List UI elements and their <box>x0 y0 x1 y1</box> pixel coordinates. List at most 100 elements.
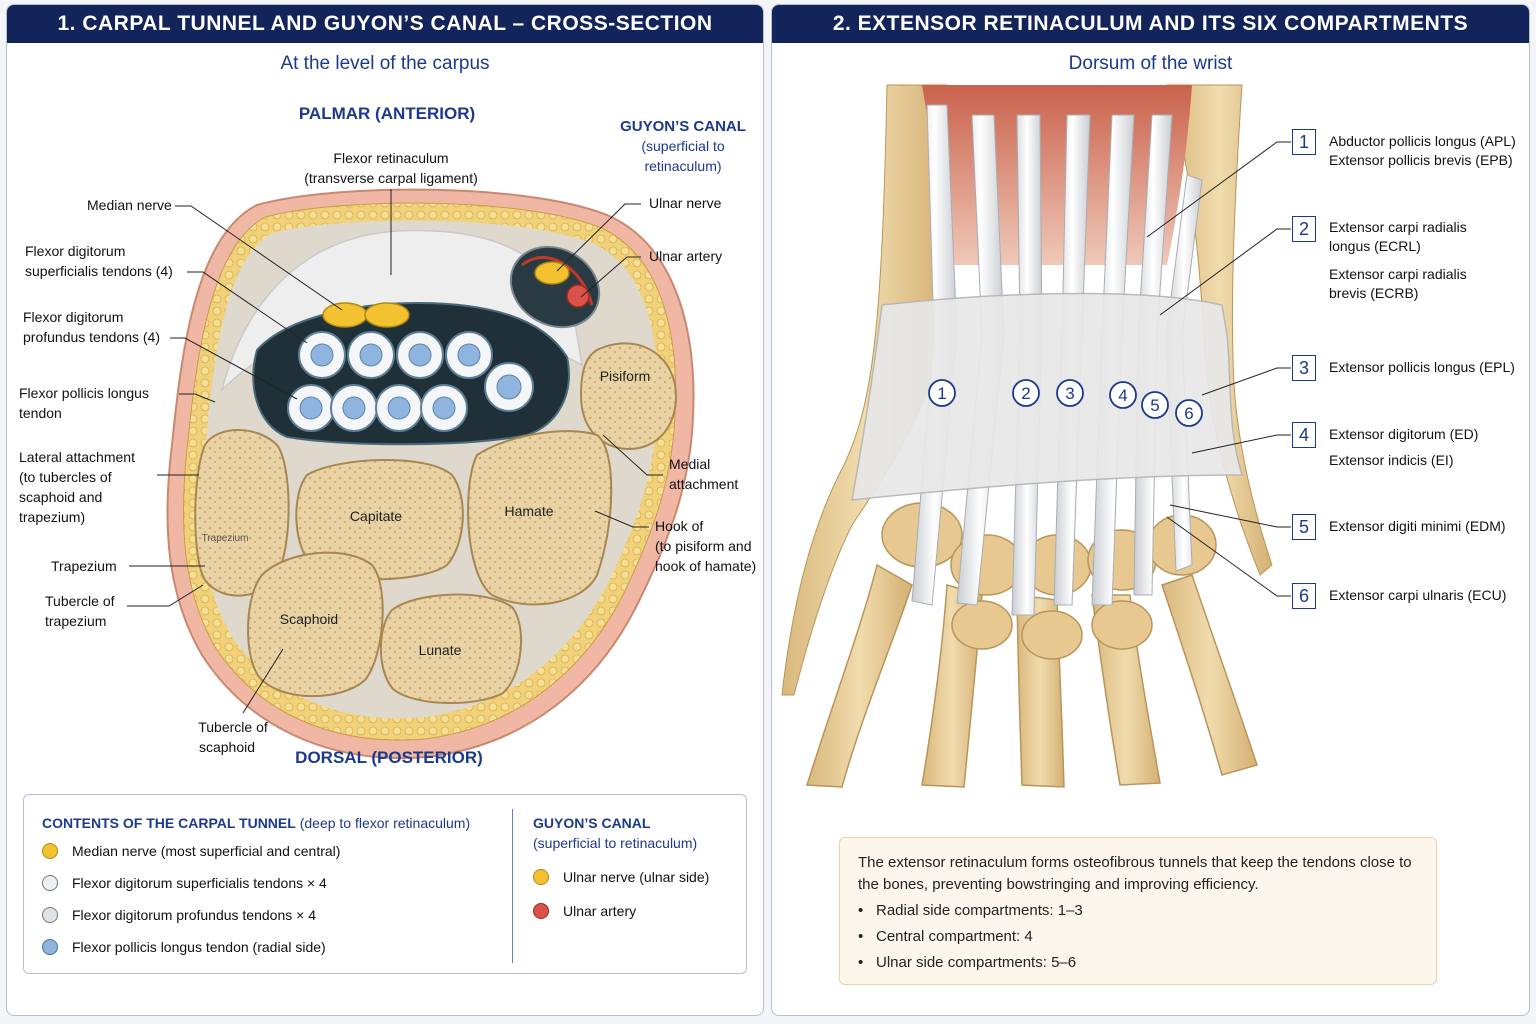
legend-item-label: Flexor digitorum superficialis tendons ×… <box>72 875 327 891</box>
palmar-label: PALMAR (ANTERIOR) <box>299 104 475 123</box>
lateral-attachment-label-1: Lateral attachment <box>19 449 135 465</box>
median-nerve <box>322 302 410 328</box>
carpal-tunnel-panel: 1. CARPAL TUNNEL AND GUYON’S CANAL – CRO… <box>6 4 764 1016</box>
fpl-swatch <box>42 939 58 955</box>
flexor-retinaculum-label-1: Flexor retinaculum <box>333 150 448 166</box>
compartment-1-text: Abductor pollicis longus (APL) Extensor … <box>1329 132 1516 170</box>
compartment-number-3: 3 <box>1292 355 1316 381</box>
fds-tendons <box>298 331 493 379</box>
compartment-3-text: Extensor pollicis longus (EPL) <box>1329 358 1515 377</box>
fdp-swatch <box>42 907 58 923</box>
legend-item-label: Ulnar nerve (ulnar side) <box>563 869 710 885</box>
note-bullet-3-text: Ulnar side compartments: 5–6 <box>876 954 1077 971</box>
panel-1-title: 1. CARPAL TUNNEL AND GUYON’S CANAL – CRO… <box>7 5 763 43</box>
compartment-number-6: 6 <box>1292 583 1316 609</box>
legend-divider <box>512 809 513 963</box>
compartment-2-line-1: Extensor carpi radialis <box>1329 219 1467 235</box>
fds-label-1: Flexor digitorum <box>25 243 125 259</box>
legend-item-median-nerve: Median nerve (most superficial and centr… <box>42 843 340 859</box>
legend-right-subtitle: (superficial to retinaculum) <box>533 835 698 851</box>
scaphoid-label: Scaphoid <box>280 611 338 627</box>
fpl-label-1: Flexor pollicis longus <box>19 385 149 401</box>
compartment-leaders <box>1146 141 1291 597</box>
dorsal-wrist-illustration: 1 2 3 4 5 6 <box>781 84 1291 788</box>
fdp-label-2: profundus tendons (4) <box>23 329 160 345</box>
extensor-retinaculum-panel: 2. EXTENSOR RETINACULUM AND ITS SIX COMP… <box>771 4 1530 1016</box>
compartment-number-1: 1 <box>1292 129 1316 155</box>
medial-attachment-label-1: Medial <box>669 456 710 472</box>
tubercle-scaphoid-label-1: Tubercle of <box>198 719 268 735</box>
svg-text:3: 3 <box>1065 384 1074 403</box>
compartment-marker-1: 1 <box>928 379 956 407</box>
legend-item-fds: Flexor digitorum superficialis tendons ×… <box>42 875 327 891</box>
tubercle-scaphoid-label-2: scaphoid <box>199 739 255 755</box>
compartment-1-line-1: Abductor pollicis longus (APL) <box>1329 133 1516 149</box>
compartment-2-line-4: brevis (ECRB) <box>1329 285 1419 301</box>
fdp-label-1: Flexor digitorum <box>23 309 123 325</box>
panel-2-title: 2. EXTENSOR RETINACULUM AND ITS SIX COMP… <box>772 5 1529 43</box>
hook-label-1: Hook of <box>655 518 703 534</box>
hook-label-2: (to pisiform and <box>655 538 751 554</box>
panel-1-subtitle: At the level of the carpus <box>280 53 490 74</box>
ulnar-artery-swatch <box>533 903 549 919</box>
median-nerve-swatch <box>42 843 58 859</box>
ulnar-nerve-swatch <box>533 869 549 885</box>
tubercle-trapezium-label-1: Tubercle of <box>45 593 115 609</box>
svg-text:2: 2 <box>1021 384 1030 403</box>
fpl-label-2: tendon <box>19 405 62 421</box>
pisiform-bone <box>579 342 677 451</box>
hamate-label: Hamate <box>504 503 553 519</box>
capitate-bone <box>295 458 464 581</box>
ulnar-artery-label: Ulnar artery <box>649 248 722 264</box>
lunate-bone <box>379 593 522 705</box>
legend-left-title-rest: (deep to flexor retinaculum) <box>299 815 471 831</box>
dorsal-label: DORSAL (POSTERIOR) <box>295 748 483 767</box>
lateral-attachment-label-2: (to tubercles of <box>19 469 112 485</box>
svg-text:1: 1 <box>937 384 946 403</box>
guyons-canal <box>509 245 601 329</box>
pisiform-label: Pisiform <box>600 368 651 384</box>
legend-item-label: Ulnar artery <box>563 903 637 919</box>
legend-item-ulnar-artery: Ulnar artery <box>533 903 636 919</box>
legend-left-title-bold: CONTENTS OF THE CARPAL TUNNEL <box>42 815 296 831</box>
hamate-bone <box>467 430 613 606</box>
compartment-2-text: Extensor carpi radialis longus (ECRL) Ex… <box>1329 218 1467 303</box>
note-bullet-3: •Ulnar side compartments: 5–6 <box>858 954 1077 971</box>
compartment-marker-5: 5 <box>1141 391 1169 419</box>
legend-right-title: GUYON’S CANAL <box>533 815 651 831</box>
svg-text:4: 4 <box>1118 386 1127 405</box>
retinaculum-note-box: The extensor retinaculum forms osteofibr… <box>839 837 1437 985</box>
guyon-line2: retinaculum) <box>644 158 721 174</box>
fds-swatch <box>42 875 58 891</box>
trapezium-label: Trapezium <box>51 558 117 574</box>
capitate-label: Capitate <box>350 508 402 524</box>
fds-label-2: superficialis tendons (4) <box>25 263 173 279</box>
compartment-4-line-1: Extensor digitorum (ED) <box>1329 426 1479 442</box>
trapezium-inner-label: Trapezium <box>202 533 249 544</box>
flexor-retinaculum-label-2: (transverse carpal ligament) <box>304 170 478 186</box>
note-bullet-1-text: Radial side compartments: 1–3 <box>876 902 1083 919</box>
ulnar-nerve-label: Ulnar nerve <box>649 195 722 211</box>
lateral-attachment-label-4: trapezium) <box>19 509 85 525</box>
compartment-4-text: Extensor digitorum (ED) Extensor indicis… <box>1329 425 1478 470</box>
svg-text:5: 5 <box>1150 396 1159 415</box>
legend-item-label: Median nerve (most superficial and centr… <box>72 843 341 859</box>
guyon-title: GUYON’S CANAL <box>620 118 746 135</box>
compartment-marker-6: 6 <box>1175 399 1203 427</box>
legend-item-fdp: Flexor digitorum profundus tendons × 4 <box>42 907 316 923</box>
legend-left-title: CONTENTS OF THE CARPAL TUNNEL (deep to f… <box>42 815 470 831</box>
tubercle-trapezium-label-2: trapezium <box>45 613 106 629</box>
compartment-5-line-1: Extensor digiti minimi (EDM) <box>1329 518 1506 534</box>
scaphoid-bone <box>247 551 384 698</box>
fpl-tendon <box>484 362 534 412</box>
compartment-6-line-1: Extensor carpi ulnaris (ECU) <box>1329 587 1507 603</box>
extensor-retinaculum <box>851 292 1244 501</box>
note-text: The extensor retinaculum forms osteofibr… <box>858 854 1412 893</box>
legend-item-label: Flexor digitorum profundus tendons × 4 <box>72 907 316 923</box>
medial-attachment-label-2: attachment <box>669 476 738 492</box>
compartment-4-line-2: Extensor indicis (EI) <box>1329 452 1454 468</box>
cross-section-diagram: Pisiform Capitate Hamate Scaphoid Lunate… <box>19 104 756 767</box>
median-nerve-label: Median nerve <box>87 197 172 213</box>
panel-2-subtitle: Dorsum of the wrist <box>1068 53 1233 74</box>
guyon-line1: (superficial to <box>641 138 724 154</box>
